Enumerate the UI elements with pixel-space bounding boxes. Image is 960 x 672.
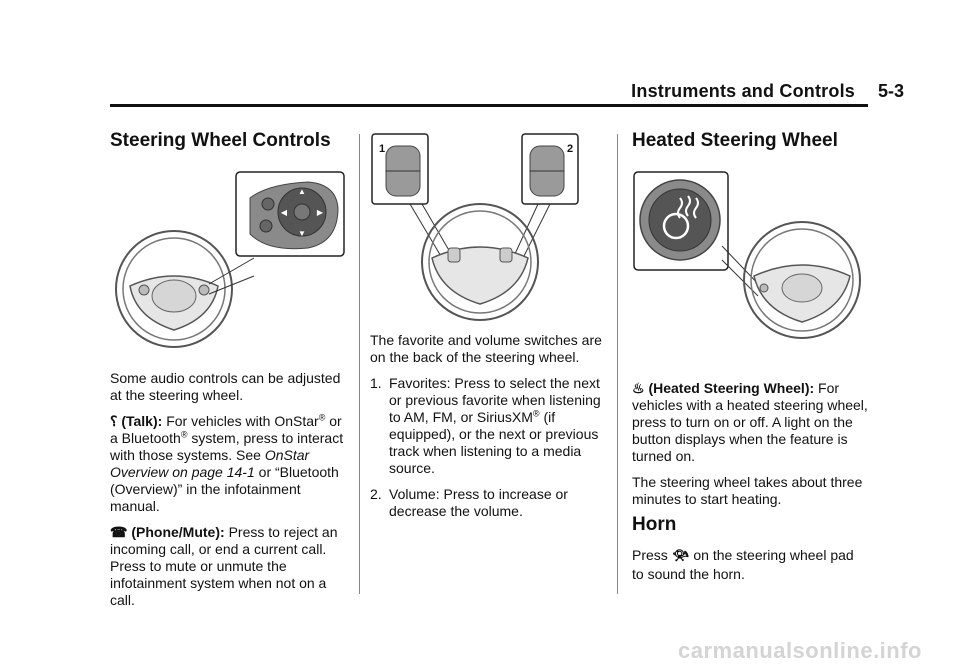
favorite-switch-inset: 1 bbox=[371, 133, 429, 205]
callout-2: 2 bbox=[567, 143, 573, 155]
header-rule bbox=[110, 104, 868, 107]
svg-text:▲: ▲ bbox=[298, 187, 306, 196]
steering-wheel-drawing bbox=[743, 221, 861, 339]
volume-switch-inset: 2 bbox=[521, 133, 579, 205]
steering-controls-intro: Some audio controls can be adjusted at t… bbox=[110, 370, 341, 403]
phone-text: Press to reject an incoming call, or end… bbox=[110, 524, 338, 608]
svg-text:◀: ◀ bbox=[281, 208, 288, 217]
heated-steering-wheel-icon: ♨ bbox=[632, 380, 645, 396]
heated-steering-wheel-illustration bbox=[633, 171, 861, 339]
heated-wheel-icon bbox=[662, 212, 690, 240]
steering-wheel-controls-heading: Steering Wheel Controls bbox=[110, 130, 331, 151]
horn-paragraph: Press 📯︎ on the steering wheel pad to so… bbox=[632, 546, 868, 584]
column-divider-right bbox=[617, 134, 618, 594]
heated-steering-wheel-heading: Heated Steering Wheel bbox=[632, 130, 838, 151]
steering-wheel-back-drawing bbox=[421, 203, 539, 321]
heated-paragraph: ♨ (Heated Steering Wheel): For vehicles … bbox=[632, 380, 868, 465]
onstar-page-reference: OnStar Overview on page 14-1 bbox=[110, 447, 310, 480]
switches-intro: The favorite and volume switches are on … bbox=[370, 332, 602, 365]
steering-wheel-controls-illustration: ▲ ▼ ◀ ▶ bbox=[115, 171, 345, 348]
column-divider-left bbox=[359, 134, 360, 594]
switch-list: 1. Favorites: Press to select the next o… bbox=[370, 375, 608, 520]
registered-mark: ® bbox=[532, 408, 540, 419]
talk-icon: ⸮ bbox=[110, 413, 118, 429]
heated-text: For vehicles with a heated steering whee… bbox=[632, 380, 868, 464]
list-item: 2. Volume: Press to increase or decrease… bbox=[370, 486, 608, 520]
horn-heading: Horn bbox=[632, 514, 677, 535]
list-text-b: (if equipped), or the next or previous t… bbox=[389, 409, 599, 476]
horn-text-a: Press bbox=[632, 547, 672, 563]
heated-button-inset bbox=[633, 171, 729, 271]
heating-time-paragraph: The steering wheel takes about three min… bbox=[632, 474, 863, 507]
steering-wheel-drawing bbox=[115, 230, 255, 348]
back-switches-illustration: 1 2 bbox=[371, 133, 579, 321]
column-3-text: ♨ (Heated Steering Wheel): For vehicles … bbox=[632, 380, 868, 517]
horn-text-b: on the steering wheel pad to sound the h… bbox=[632, 547, 854, 582]
registered-mark: ® bbox=[180, 429, 188, 440]
phone-paragraph: ☎ (Phone/Mute): Press to reject an incom… bbox=[110, 524, 344, 609]
talk-text-c: system, press to interact with those sys… bbox=[110, 430, 344, 463]
svg-text:▶: ▶ bbox=[317, 208, 324, 217]
column-1-text: Some audio controls can be adjusted at t… bbox=[110, 370, 344, 618]
horn-icon: 📯︎ bbox=[671, 547, 690, 563]
phone-mute-icon: ☎ bbox=[110, 524, 128, 540]
heated-label: (Heated Steering Wheel): bbox=[648, 380, 815, 396]
list-number: 1. bbox=[370, 375, 382, 391]
steering-wheel-buttons-inset: ▲ ▼ ◀ ▶ bbox=[235, 171, 345, 257]
list-text: Favorites: Press to select the next or p… bbox=[389, 375, 601, 425]
list-text: Volume: Press to increase or decrease th… bbox=[389, 486, 568, 519]
phone-label: (Phone/Mute): bbox=[131, 524, 225, 540]
talk-text-b: or a Bluetooth bbox=[110, 413, 342, 446]
list-number: 2. bbox=[370, 486, 382, 502]
talk-text-a: For vehicles with OnStar bbox=[166, 413, 319, 429]
svg-text:▼: ▼ bbox=[298, 229, 306, 238]
talk-text-d: or “Bluetooth (Overview)” in the infotai… bbox=[110, 464, 339, 514]
watermark: carmanualsonline.info bbox=[678, 638, 922, 663]
talk-label: (Talk): bbox=[121, 413, 163, 429]
list-item: 1. Favorites: Press to select the next o… bbox=[370, 375, 608, 477]
callout-1: 1 bbox=[379, 143, 385, 155]
registered-mark: ® bbox=[318, 412, 326, 423]
header-section-title: Instruments and Controls bbox=[631, 81, 855, 101]
column-2-text: The favorite and volume switches are on … bbox=[370, 332, 608, 529]
page-number: 5-3 bbox=[877, 81, 904, 101]
talk-paragraph: ⸮ (Talk): For vehicles with OnStar® or a… bbox=[110, 413, 344, 515]
